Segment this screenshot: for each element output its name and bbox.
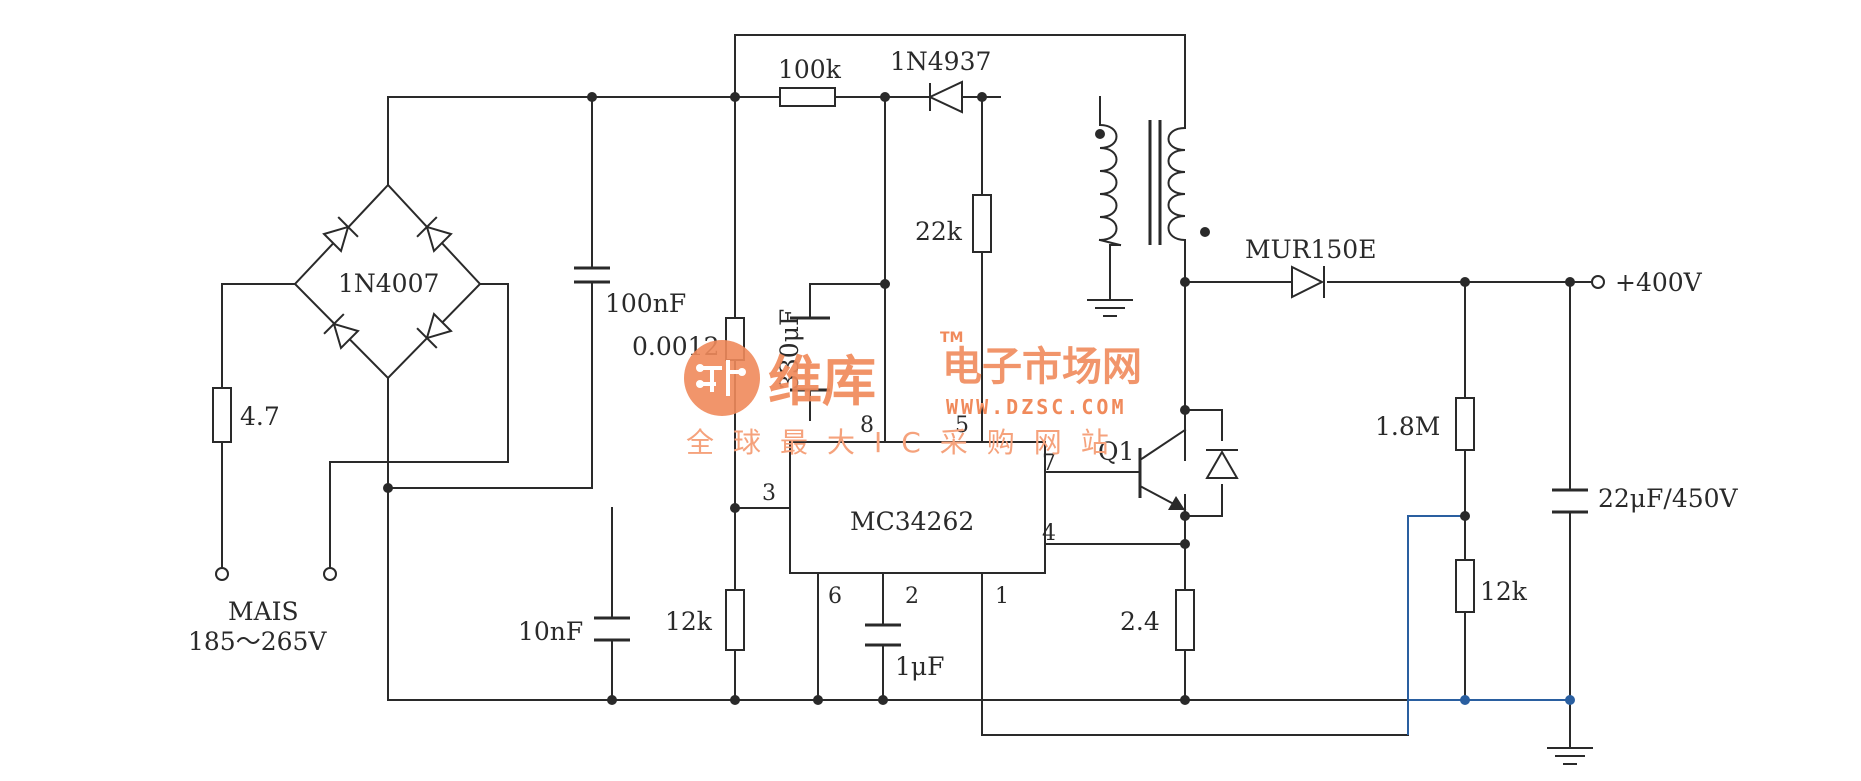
watermark-name: 维库 [768,350,876,413]
watermark-url: WWW.DZSC.COM [946,395,1127,419]
capacitor-330uf: 330μF [775,309,830,392]
watermark: 维库 TM 电子市场网 WWW.DZSC.COM 全球最大IC采购网站 [684,330,1142,459]
bridge-rectifier: 1N4007 [293,183,482,380]
ground-main [1547,747,1593,765]
resistor-22k: 22k [915,194,992,253]
label-1n4937: 1N4937 [890,47,991,76]
resistor-1-8m: 1.8M [1375,397,1475,451]
resistor-12k-left: 12k [665,589,745,651]
label-330uf: 330μF [775,309,804,390]
watermark-logo-icon [684,340,760,416]
label-22uf: 22μF/450V [1598,484,1739,513]
pin-2: 2 [905,584,919,609]
label-1-8m: 1.8M [1375,412,1440,441]
label-100nf: 100nF [605,289,686,318]
ground-primary [1087,299,1133,317]
capacitor-100nf: 100nF [574,266,686,318]
label-12k-left: 12k [665,607,713,636]
diode-1n4937: 1N4937 [890,47,991,114]
transistor-q1: Q1 [1098,409,1187,512]
label-mains: MAIS [228,597,299,626]
pin-5: 5 [955,413,969,438]
resistor-2-4: 2.4 [1120,589,1195,651]
capacitor-10nf: 10nF [518,616,630,646]
capacitor-1uf: 1μF [865,623,945,681]
pin-6: 6 [828,584,842,609]
label-100k: 100k [778,55,842,84]
label-2-4: 2.4 [1120,607,1160,636]
ic-mc34262: MC34262 8 5 7 3 4 6 2 1 [762,413,1056,609]
label-mc34262: MC34262 [850,507,974,536]
label-4-7: 4.7 [240,402,280,431]
diode-clamp [1205,449,1239,479]
watermark-subtitle: 电子市场网 [942,344,1142,390]
label-mur150e: MUR150E [1245,235,1376,264]
label-22k: 22k [915,217,963,246]
wires [221,34,1593,749]
label-12k-right: 12k [1480,577,1528,606]
capacitor-22uf: 22μF/450V [1552,484,1739,514]
label-400v: +400V [1615,268,1703,297]
label-1n4007: 1N4007 [338,269,439,298]
output-terminal: +400V [1591,268,1703,297]
highlight-wires [1407,515,1570,735]
pin-7: 7 [1042,451,1056,476]
mains-terminals: MAIS 185～265V [188,567,337,656]
label-mains-voltage: 185～265V [188,627,327,656]
pin-1: 1 [995,584,1009,609]
diode-mur150e: MUR150E [1245,235,1376,299]
transformer [1095,120,1210,247]
label-q1: Q1 [1098,437,1134,466]
pin-4: 4 [1042,521,1056,546]
watermark-slogan: 全球最大IC采购网站 [686,426,1128,459]
label-1uf: 1μF [895,652,945,681]
resistor-4-7: 4.7 [212,387,280,443]
resistor-12k-right: 12k [1455,559,1528,613]
label-10nf: 10nF [518,617,583,646]
resistor-100k: 100k [778,55,842,107]
pin-8: 8 [860,413,874,438]
watermark-trademark: TM [940,330,963,346]
pin-3: 3 [762,481,776,506]
